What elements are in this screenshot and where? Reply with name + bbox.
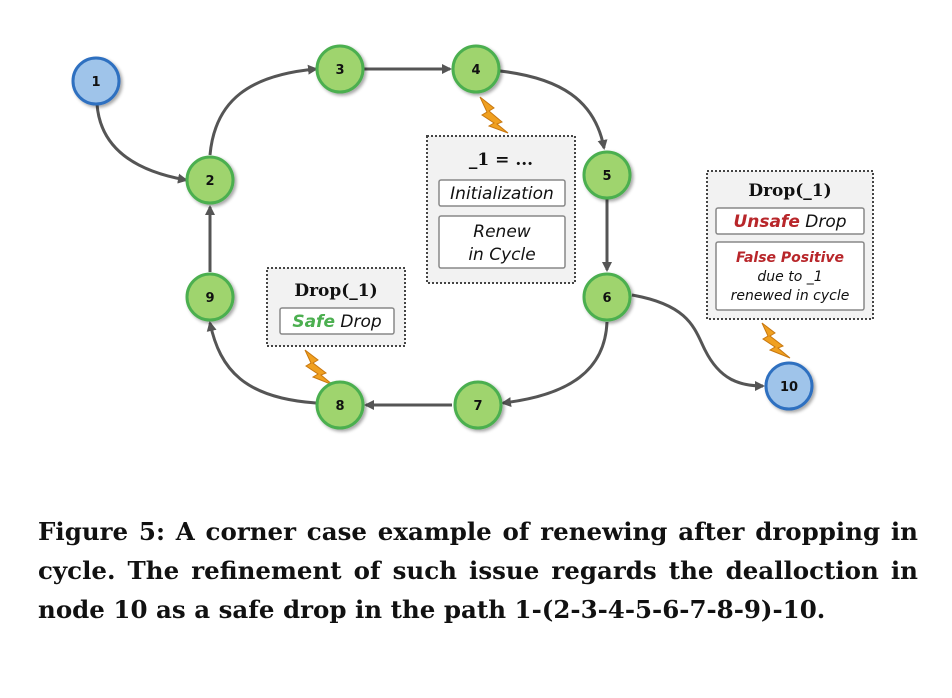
node-9: 9 [185, 272, 235, 322]
unsafe-box-title: Drop(_1) [748, 181, 831, 201]
edge-1-2 [95, 103, 188, 184]
edge-6-10 [631, 293, 765, 391]
cycle-diagram: _1 = ... Initialization Renew in Cycle D… [71, 44, 874, 430]
svg-text:4: 4 [471, 63, 480, 78]
node-5: 5 [582, 150, 632, 200]
node-7: 7 [453, 380, 503, 430]
edges [95, 64, 765, 410]
node-6: 6 [582, 272, 632, 322]
svg-text:5: 5 [602, 169, 611, 184]
svg-text:7: 7 [473, 399, 482, 414]
false-positive-line3: renewed in cycle [731, 288, 850, 304]
edge-8-9 [206, 321, 317, 405]
false-positive-line2: due to _1 [757, 269, 822, 285]
init-box-title: _1 = ... [469, 150, 533, 170]
safe-box-title: Drop(_1) [294, 281, 377, 301]
unsafe-drop-box: Drop(_1) Unsafe Drop False Positive due … [706, 170, 874, 320]
init-item-initialization: Initialization [450, 184, 554, 204]
edge-6-7 [501, 321, 609, 408]
bolt-icon-node4 [479, 96, 509, 134]
node-2: 2 [185, 155, 235, 205]
bolt-icon-node10 [761, 322, 791, 359]
svg-text:1: 1 [91, 75, 100, 90]
svg-text:3: 3 [335, 63, 344, 78]
node-4: 4 [451, 44, 501, 94]
node-1: 1 [71, 56, 121, 106]
edge-2-3 [208, 64, 318, 156]
safe-word: Safe [292, 312, 335, 332]
false-positive-title: False Positive [736, 250, 844, 266]
node-3: 3 [315, 44, 365, 94]
svg-text:6: 6 [602, 291, 611, 306]
safe-drop-box: Drop(_1) Safe Drop [266, 267, 406, 347]
edge-4-5 [499, 69, 608, 150]
svg-text:10: 10 [780, 380, 798, 395]
unsafe-drop-label: Unsafe Drop [733, 212, 846, 232]
svg-text:8: 8 [335, 399, 344, 414]
figure-caption: Figure 5: A corner case example of renew… [38, 517, 918, 624]
bolt-icons [304, 96, 791, 386]
unsafe-drop-word: Drop [800, 212, 847, 232]
svg-text:9: 9 [205, 291, 214, 306]
init-box: _1 = ... Initialization Renew in Cycle [426, 135, 576, 284]
svg-text:2: 2 [205, 174, 214, 189]
safe-drop-label: Safe Drop [292, 312, 382, 332]
safe-drop-word: Drop [335, 312, 382, 332]
nodes: 1 2 3 4 5 6 7 8 [71, 44, 814, 430]
node-10: 10 [764, 361, 814, 411]
init-item-renew-line1: Renew [473, 222, 531, 242]
bolt-icon-node8 [304, 349, 334, 386]
unsafe-word: Unsafe [733, 212, 799, 232]
node-8: 8 [315, 380, 365, 430]
init-item-renew-line2: in Cycle [468, 245, 535, 265]
